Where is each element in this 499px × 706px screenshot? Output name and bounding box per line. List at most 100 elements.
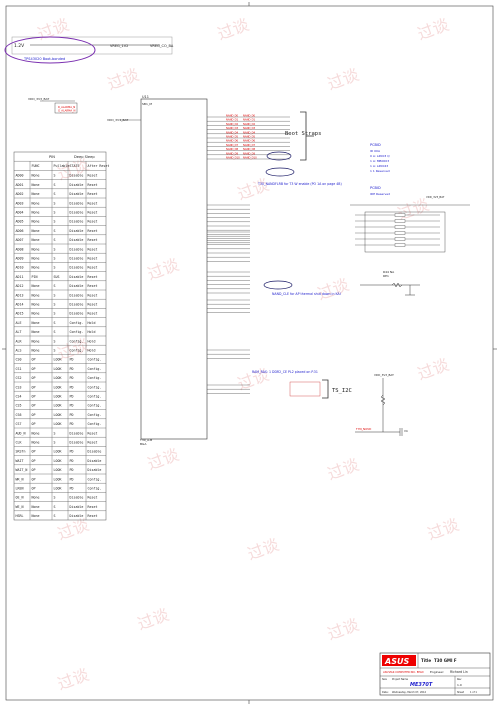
table-cell: LOOK	[54, 376, 62, 380]
svg-text:V4: V4	[404, 429, 408, 433]
table-cell: AD12	[16, 284, 24, 288]
net-a: VREG_1V2	[110, 44, 128, 48]
table-cell: Reset	[88, 514, 98, 518]
table-cell: AD02	[16, 192, 24, 196]
table-cell: WAIT_N	[16, 468, 28, 472]
svg-text:过谈: 过谈	[35, 15, 72, 44]
boot-straps-label: Boot Straps	[285, 131, 321, 137]
svg-text:R_ALARMA_N: R_ALARMA_N	[58, 105, 75, 109]
table-cell: S	[54, 349, 56, 353]
ts-i2c-group: TS_I2C	[289, 379, 352, 399]
table-cell: PD	[70, 367, 74, 371]
svg-text:VDD_3V3_BAT: VDD_3V3_BAT	[374, 373, 394, 377]
table-cell: LOOK	[54, 413, 62, 417]
svg-text:过谈: 过谈	[215, 15, 252, 44]
svg-text:Engineer:: Engineer:	[430, 670, 444, 674]
table-cell: S	[54, 201, 56, 205]
net-label: NAND_D2	[243, 122, 256, 126]
svg-text:T30_A-B: T30_A-B	[139, 438, 152, 442]
svg-text:过谈: 过谈	[55, 665, 92, 694]
table-cell: Disable	[70, 174, 84, 178]
table-cell: Config.	[88, 404, 102, 408]
project-name: ME370T	[410, 682, 433, 688]
svg-text:Rev: Rev	[457, 678, 462, 681]
table-cell: PD	[70, 477, 74, 481]
table-cell: Config.	[88, 487, 102, 491]
table-cell: Config.	[70, 339, 84, 343]
svg-text:过谈: 过谈	[325, 455, 362, 484]
svg-text:G_ALARMA_N: G_ALARMA_N	[58, 109, 75, 113]
table-cell: Disable	[70, 441, 84, 445]
table-cell: S	[54, 441, 56, 445]
table-column-header: Pullable	[54, 164, 70, 168]
table-cell: Disable	[70, 496, 84, 500]
svg-text:过谈: 过谈	[325, 615, 362, 644]
svg-text:Wednesday, March 07, 2012: Wednesday, March 07, 2012	[392, 691, 427, 694]
svg-text:过谈: 过谈	[135, 605, 172, 634]
svg-text:0 A: LZ003 Q: 0 A: LZ003 Q	[370, 154, 390, 158]
table-cell: S	[54, 183, 56, 187]
svg-text:IDE Reserved: IDE Reserved	[370, 192, 390, 196]
table-cell: Disable	[70, 229, 84, 233]
svg-text:PCBID: PCBID	[370, 143, 381, 147]
table-cell: CS2	[16, 376, 22, 380]
table-cell: Disable	[88, 459, 102, 463]
table-cell: PD	[70, 395, 74, 399]
table-cell: CS1	[16, 367, 22, 371]
table-cell: S	[54, 303, 56, 307]
table-cell: S	[54, 192, 56, 196]
table-cell: Disable	[70, 303, 84, 307]
table-cell: AD07	[16, 238, 24, 242]
table-cell: LOOK	[54, 395, 62, 399]
table-cell: OP	[32, 358, 36, 362]
table-cell: AD06	[16, 229, 24, 233]
net-label: NAND_D8	[243, 147, 256, 151]
svg-text:Project Name: Project Name	[392, 678, 409, 681]
net-label: NAND_D6	[243, 139, 256, 143]
table-cell: Config.	[88, 413, 102, 417]
table-cell: Disable	[70, 431, 84, 435]
table-header-pin: PIN	[49, 155, 55, 159]
table-cell: S	[54, 496, 56, 500]
page-frame	[5, 5, 494, 701]
svg-text:R44 NA: R44 NA	[383, 270, 395, 274]
table-cell: PD	[70, 487, 74, 491]
table-cell: Config.	[88, 422, 102, 426]
table-cell: S	[54, 211, 56, 215]
table-cell: None	[32, 441, 40, 445]
table-cell: OP	[32, 404, 36, 408]
table-cell: SUS	[54, 275, 60, 279]
table-cell: LOOK	[54, 404, 62, 408]
table-cell: OP	[32, 477, 36, 481]
resistor	[394, 219, 406, 223]
table-cell: PIN	[32, 275, 38, 279]
table-cell: Reset	[88, 238, 98, 242]
table-cell: AD01	[16, 183, 24, 187]
table-cell: None	[32, 514, 40, 518]
table-cell: Reset	[88, 496, 98, 500]
table-cell: Reset	[88, 229, 98, 233]
table-cell: None	[32, 330, 40, 334]
svg-text:ASUS: ASUS	[384, 657, 409, 666]
table-cell: AD15	[16, 312, 24, 316]
table-cell: S	[54, 229, 56, 233]
table-cell: None	[32, 349, 40, 353]
table-cell: PD	[70, 385, 74, 389]
table-cell: PD	[70, 358, 74, 362]
table-cell: Disable	[70, 211, 84, 215]
